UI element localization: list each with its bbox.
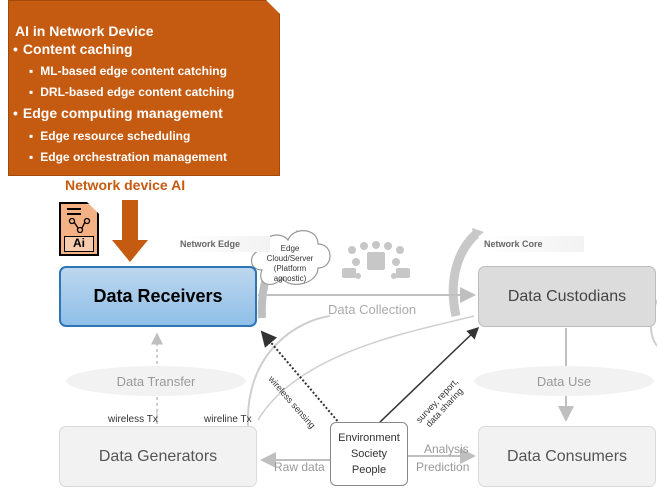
data-transfer-label: Data Transfer [116,373,196,389]
data-use-ellipse: Data Use [474,366,654,396]
sub-bullet-drl-caching: DRL-based edge content catching [29,85,234,99]
data-collection-label: Data Collection [328,302,417,317]
ai-in-network-device-callout: AI in Network Device •Content caching ML… [8,0,280,176]
data-generators-box[interactable]: Data Generators [59,426,257,487]
sub-bullet-orchestration: Edge orchestration management [29,150,227,164]
ai-file-icon: Ai [59,202,99,256]
sub-bullet-ml-caching: ML-based edge content catching [29,64,227,78]
wireline-tx-label: wireline Tx [204,414,252,425]
callout-title: AI in Network Device [15,23,154,39]
prediction-label: Prediction [416,460,470,474]
data-transfer-ellipse: Data Transfer [66,366,246,396]
data-use-label: Data Use [536,373,592,389]
bullet-content-caching: •Content caching [13,41,133,57]
sub-bullet-resource-scheduling: Edge resource scheduling [29,129,190,143]
ai-file-label: Ai [64,236,94,252]
network-device-ai-heading: Network device AI [65,177,186,193]
data-custodians-box[interactable]: Data Custodians [478,266,656,327]
raw-data-label: Raw data [274,460,325,474]
network-edge-label: Network Edge [180,236,270,252]
bullet-edge-computing: •Edge computing management [13,105,223,121]
wireless-tx-label: wireless Tx [108,414,158,425]
network-core-label: Network Core [484,236,584,252]
data-consumers-box[interactable]: Data Consumers [478,426,656,487]
analysis-label: Analysis [424,442,469,456]
data-receivers-box[interactable]: Data Receivers [59,266,257,327]
node-graph-icon [68,217,91,233]
